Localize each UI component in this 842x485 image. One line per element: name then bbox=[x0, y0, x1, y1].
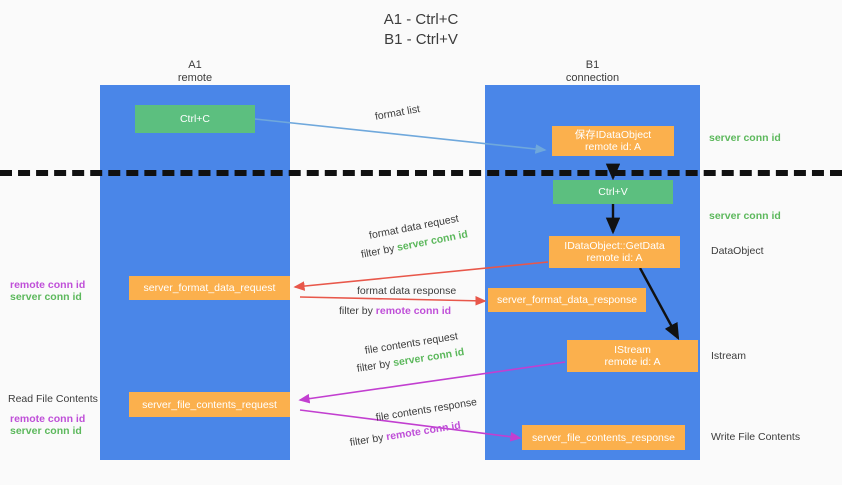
box-ctrl-c[interactable]: Ctrl+C bbox=[135, 105, 255, 133]
left-label-server-conn-id-bottom: server conn id bbox=[10, 425, 82, 437]
box-istream-line1: IStream bbox=[614, 344, 651, 356]
lane-header-a1: A1 remote bbox=[100, 59, 290, 84]
filter-prefix: filter by bbox=[360, 241, 399, 261]
box-format-data-request[interactable]: server_format_data_request bbox=[129, 276, 290, 300]
right-label-istream: Istream bbox=[711, 350, 747, 362]
box-format-data-request-label: server_format_data_request bbox=[143, 282, 276, 294]
label-file-contents-response-filter: filter by remote conn id bbox=[349, 419, 462, 449]
box-file-contents-request[interactable]: server_file_contents_request bbox=[129, 392, 290, 417]
lane-header-b1: B1 connection bbox=[485, 59, 700, 84]
dashed-divider bbox=[0, 170, 842, 176]
left-label-server-conn-id-top: server conn id bbox=[10, 291, 82, 303]
label-file-contents-response: file contents response bbox=[375, 396, 478, 424]
label-format-list: format list bbox=[374, 103, 421, 123]
left-label-read-file-contents: Read File Contents bbox=[8, 393, 98, 405]
right-label-server-conn-id-top: server conn id bbox=[709, 132, 781, 144]
title-line-1: A1 - Ctrl+C bbox=[383, 11, 459, 28]
lane-b1-sub: connection bbox=[565, 71, 620, 84]
filter-value-remote-conn-id: remote conn id bbox=[385, 419, 462, 444]
box-save-idataobject-line2: remote id: A bbox=[584, 141, 642, 153]
box-save-idataobject[interactable]: 保存IDataObject remote id: A bbox=[552, 126, 674, 156]
filter-value-remote-conn-id: remote conn id bbox=[375, 305, 452, 317]
lane-a1-sub: remote bbox=[177, 71, 213, 84]
box-ctrl-c-label: Ctrl+C bbox=[179, 113, 211, 125]
box-istream[interactable]: IStream remote id: A bbox=[567, 340, 698, 372]
right-label-write-file-contents: Write File Contents bbox=[711, 431, 801, 443]
box-istream-line2: remote id: A bbox=[604, 356, 661, 368]
title-line-2: B1 - Ctrl+V bbox=[384, 31, 458, 48]
right-label-server-conn-id-mid: server conn id bbox=[709, 210, 781, 222]
filter-prefix: filter by bbox=[349, 431, 388, 449]
box-getdata[interactable]: IDataObject::GetData remote id: A bbox=[549, 236, 680, 268]
lane-b1-name: B1 bbox=[585, 59, 600, 71]
box-format-data-response-label: server_format_data_response bbox=[496, 294, 638, 306]
right-label-dataobject: DataObject bbox=[711, 245, 764, 257]
lane-a1-name: A1 bbox=[188, 59, 202, 71]
left-label-remote-conn-id-top: remote conn id bbox=[10, 279, 86, 291]
box-format-data-response[interactable]: server_format_data_response bbox=[488, 288, 646, 312]
box-file-contents-request-label: server_file_contents_request bbox=[142, 398, 277, 411]
box-getdata-line2: remote id: A bbox=[586, 252, 643, 264]
label-format-data-response: format data response bbox=[357, 285, 457, 297]
left-label-remote-conn-id-bottom: remote conn id bbox=[10, 413, 86, 425]
box-file-contents-response-label: server_file_contents_response bbox=[531, 431, 675, 444]
label-format-data-response-filter: filter by remote conn id bbox=[339, 305, 451, 318]
box-ctrl-v-label: Ctrl+V bbox=[598, 186, 628, 198]
diagram-title: A1 - Ctrl+C B1 - Ctrl+V bbox=[0, 10, 842, 50]
box-ctrl-v[interactable]: Ctrl+V bbox=[553, 180, 673, 204]
box-getdata-line1: IDataObject::GetData bbox=[564, 240, 665, 252]
filter-prefix: filter by bbox=[356, 357, 395, 375]
box-save-idataobject-line1: 保存IDataObject bbox=[574, 129, 652, 141]
filter-prefix: filter by bbox=[339, 305, 376, 317]
box-file-contents-response[interactable]: server_file_contents_response bbox=[522, 425, 685, 450]
